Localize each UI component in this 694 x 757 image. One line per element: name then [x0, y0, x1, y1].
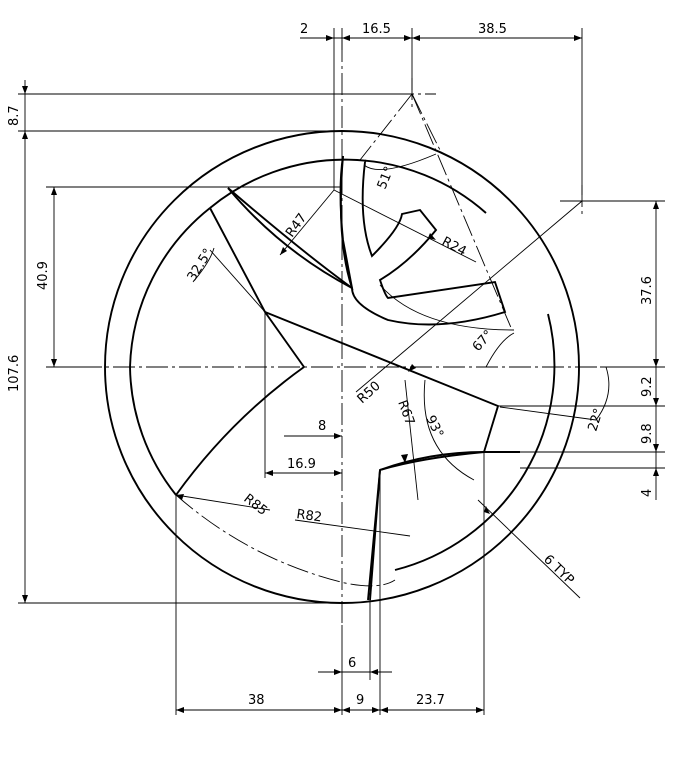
dim-4: 4: [640, 489, 655, 497]
dim-6: 6: [348, 656, 356, 671]
dim-107-6: 107.6: [7, 355, 22, 392]
dim-37-6: 37.6: [640, 276, 655, 305]
dim-38: 38: [248, 693, 265, 708]
dim-9-8: 9.8: [640, 423, 655, 444]
diagonal-spoke: [264, 311, 500, 601]
dim-9: 9: [356, 693, 364, 708]
dimension-lines: [18, 28, 665, 715]
angle-93: 93°: [422, 413, 446, 440]
angle-67: 67°: [470, 328, 497, 355]
radius-r47: R47: [283, 211, 310, 241]
inner-rim-arc: [209, 158, 487, 214]
r24-pocket: [351, 161, 507, 326]
dim-2: 2: [300, 22, 308, 37]
dim-23-7: 23.7: [416, 693, 445, 708]
dim-9-2: 9.2: [640, 376, 655, 397]
angle-51: 51°: [375, 165, 398, 192]
upper-pocket: [209, 155, 354, 368]
angle-32-5: 32.5°: [185, 246, 217, 284]
radius-r67: R67: [394, 398, 417, 427]
dim-16-5: 16.5: [362, 22, 391, 37]
radius-r50: R50: [355, 379, 384, 407]
dim-40-9: 40.9: [36, 261, 51, 290]
inner-rim-right: [394, 313, 556, 571]
angle-22: 22°: [586, 407, 607, 434]
part-outline: [104, 130, 580, 604]
radius-r85: R85: [241, 491, 270, 519]
arrow-heads: [22, 35, 659, 713]
note-6-typ: 6 TYP: [540, 552, 577, 588]
dim-8: 8: [318, 419, 326, 434]
dim-8-7: 8.7: [7, 105, 22, 126]
dim-38-5: 38.5: [478, 22, 507, 37]
center-lines: [80, 40, 602, 625]
inner-rim-left: [129, 207, 211, 496]
radius-r82: R82: [295, 507, 322, 525]
dim-16-9: 16.9: [287, 457, 316, 472]
